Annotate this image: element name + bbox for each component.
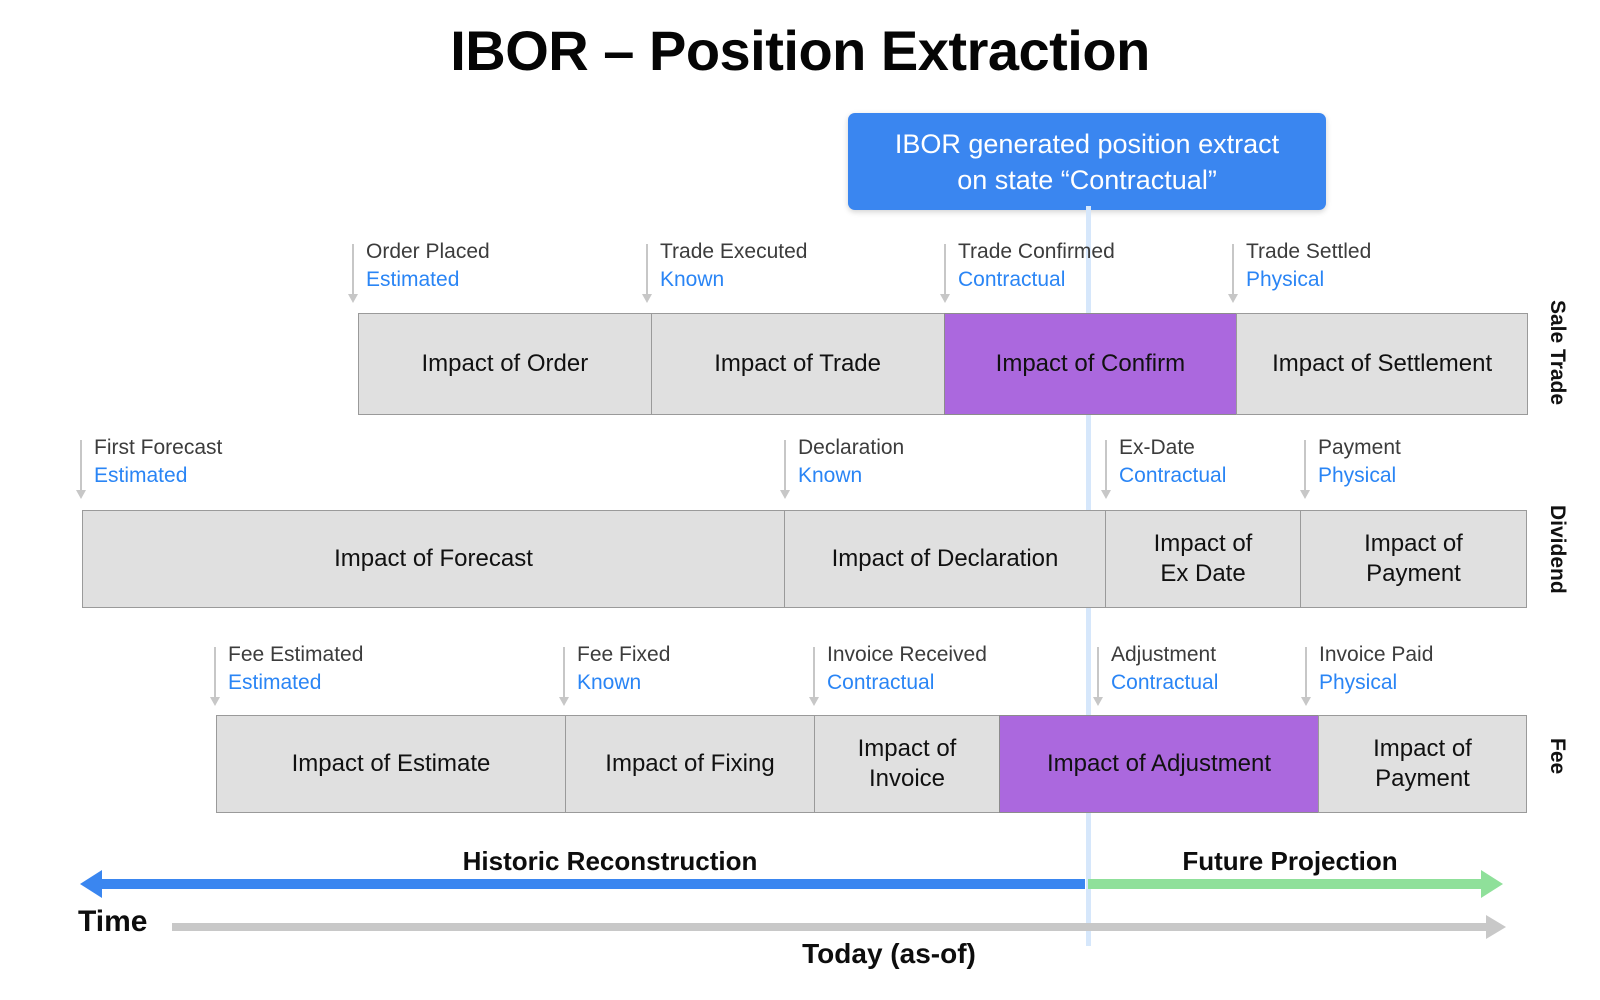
- marker-name: Fee Estimated: [228, 643, 364, 666]
- down-arrow-icon: [76, 490, 86, 499]
- marker-name: Order Placed: [366, 240, 490, 263]
- marker-stem: [646, 244, 648, 296]
- marker-name: Trade Settled: [1246, 240, 1372, 263]
- marker-state: Known: [798, 464, 863, 487]
- bar-cell-label: Impact of Invoice: [857, 735, 957, 792]
- future-projection-arrow: [1088, 879, 1481, 889]
- down-arrow-icon: [809, 697, 819, 706]
- row-fee-band: Impact of Estimate Impact of Fixing Impa…: [216, 715, 1528, 813]
- marker-state: Physical: [1319, 671, 1398, 694]
- marker-stem: [784, 440, 786, 492]
- bar-cell[interactable]: Impact of Estimate: [216, 715, 566, 813]
- down-arrow-icon: [1101, 490, 1111, 499]
- down-arrow-icon: [1300, 490, 1310, 499]
- marker-name: Trade Executed: [660, 240, 808, 263]
- marker-stem: [1232, 244, 1234, 296]
- time-axis-label: Time: [78, 905, 148, 938]
- marker-stem: [80, 440, 82, 492]
- future-projection-label: Future Projection: [1182, 846, 1398, 876]
- marker-stem: [214, 647, 216, 699]
- row-dividend-band: Impact of Forecast Impact of Declaration…: [82, 510, 1528, 608]
- down-arrow-icon: [1301, 697, 1311, 706]
- bar-cell[interactable]: Impact of Invoice: [814, 715, 1000, 813]
- page-title: IBOR – Position Extraction: [450, 19, 1150, 82]
- row-sale-trade-band: Impact of Order Impact of Trade Impact o…: [358, 313, 1528, 415]
- marker-stem: [813, 647, 815, 699]
- bar-cell[interactable]: Impact of Order: [358, 313, 652, 415]
- marker-name: Trade Confirmed: [958, 240, 1115, 263]
- marker-name: Invoice Received: [827, 643, 987, 666]
- bar-cell[interactable]: Impact of Forecast: [82, 510, 785, 608]
- down-arrow-icon: [348, 294, 358, 303]
- time-axis-arrow-icon: [1486, 915, 1506, 939]
- row-label-sale-trade: Sale Trade: [1546, 300, 1569, 406]
- marker-name: First Forecast: [94, 436, 223, 459]
- down-arrow-icon: [780, 490, 790, 499]
- marker-name: Ex-Date: [1119, 436, 1195, 459]
- callout-line-1: IBOR generated position extract: [894, 128, 1280, 159]
- marker-state: Estimated: [366, 268, 460, 291]
- marker-stem: [1105, 440, 1107, 492]
- today-as-of-text: Today (as-of): [802, 938, 976, 969]
- bar-cell[interactable]: Impact of Fixing: [565, 715, 815, 813]
- bar-cell-label: Impact of Payment: [1373, 735, 1472, 792]
- callout-line-2: on state “Contractual”: [957, 164, 1217, 195]
- marker-state: Contractual: [1111, 671, 1219, 694]
- marker-state: Contractual: [958, 268, 1066, 291]
- marker-name: Adjustment: [1111, 643, 1217, 666]
- bar-cell[interactable]: Impact of Payment: [1300, 510, 1527, 608]
- marker-name: Invoice Paid: [1319, 643, 1434, 666]
- left-arrow-head-icon: [80, 870, 102, 898]
- marker-stem: [1305, 647, 1307, 699]
- down-arrow-icon: [559, 697, 569, 706]
- bar-cell-label: Impact of Payment: [1364, 530, 1463, 587]
- marker-stem: [1304, 440, 1306, 492]
- historic-reconstruction-label: Historic Reconstruction: [462, 846, 758, 876]
- marker-name: Declaration: [798, 436, 905, 459]
- marker-name: Fee Fixed: [577, 643, 671, 666]
- marker-stem: [1097, 647, 1099, 699]
- bar-cell-highlighted[interactable]: Impact of Adjustment: [999, 715, 1319, 813]
- bar-cell[interactable]: Impact of Declaration: [784, 510, 1106, 608]
- marker-state: Known: [660, 268, 725, 291]
- time-axis-line: [172, 923, 1488, 931]
- bar-cell[interactable]: Impact of Settlement: [1236, 313, 1528, 415]
- historic-reconstruction-arrow: [100, 879, 1085, 889]
- marker-state: Physical: [1246, 268, 1325, 291]
- down-arrow-icon: [1228, 294, 1238, 303]
- marker-stem: [563, 647, 565, 699]
- marker-state: Physical: [1318, 464, 1397, 487]
- marker-state: Estimated: [94, 464, 188, 487]
- marker-state: Known: [577, 671, 642, 694]
- row-label-fee: Fee: [1546, 738, 1569, 775]
- marker-state: Contractual: [1119, 464, 1227, 487]
- marker-state: Contractual: [827, 671, 935, 694]
- row-label-dividend: Dividend: [1546, 505, 1569, 594]
- ibor-extract-callout: IBOR generated position extract on state…: [848, 113, 1326, 210]
- down-arrow-icon: [1093, 697, 1103, 706]
- down-arrow-icon: [210, 697, 220, 706]
- down-arrow-icon: [642, 294, 652, 303]
- marker-stem: [352, 244, 354, 296]
- today-as-of-label: Today (as-of): [0, 938, 1600, 970]
- bar-cell[interactable]: Impact of Trade: [650, 313, 945, 415]
- right-arrow-head-icon: [1481, 870, 1503, 898]
- bar-cell-highlighted[interactable]: Impact of Confirm: [943, 313, 1238, 415]
- marker-stem: [944, 244, 946, 296]
- marker-name: Payment: [1318, 436, 1401, 459]
- down-arrow-icon: [940, 294, 950, 303]
- bar-cell-label: Impact of Ex Date: [1153, 530, 1253, 587]
- bar-cell[interactable]: Impact of Payment: [1318, 715, 1527, 813]
- marker-state: Estimated: [228, 671, 322, 694]
- bar-cell[interactable]: Impact of Ex Date: [1105, 510, 1301, 608]
